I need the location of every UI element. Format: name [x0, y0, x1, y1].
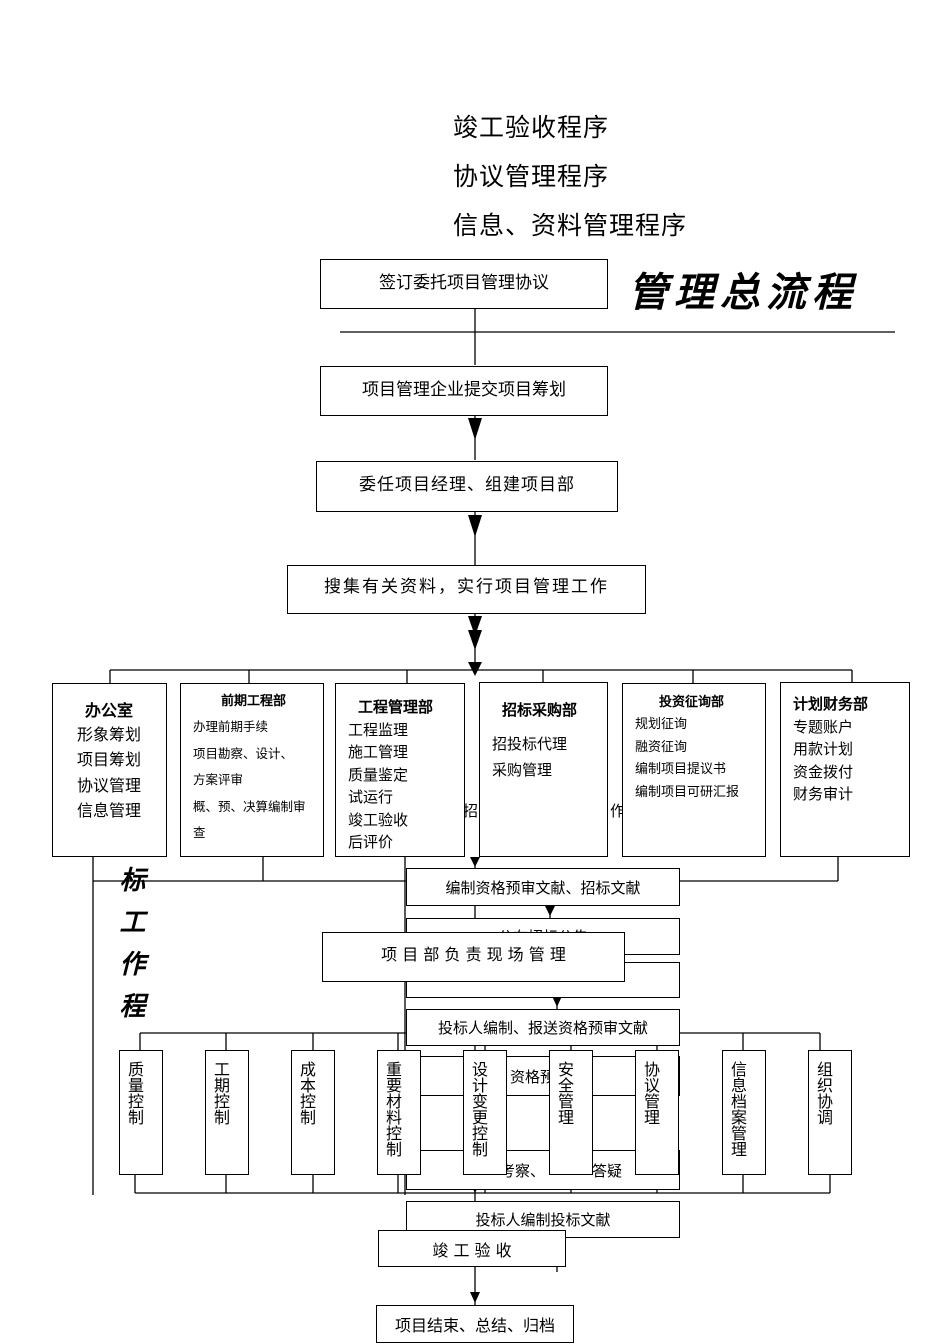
control-quality-label: 质量控制: [125, 1061, 144, 1125]
dept-tender-title: 招标采购部: [502, 701, 578, 719]
dept-engineering-item: 质量鉴定: [348, 765, 409, 784]
dept-preliminary-item: 查: [193, 825, 206, 840]
dept-investment-item: 规划征询: [635, 717, 688, 732]
heading-information-procedure: 信息、资料管理程序: [453, 211, 688, 240]
dept-tender-item: 采购管理: [492, 761, 553, 779]
heading-completion-procedure: 竣工验收程序: [453, 113, 610, 142]
control-design-change-label: 设计变更控制: [469, 1061, 488, 1157]
control-materials: 重要材料控制: [377, 1050, 421, 1175]
dept-planning-finance: 计划财务部 专题账户 用款计划 资金拨付 财务审计: [780, 682, 910, 857]
tender-side-title: 标工作程: [115, 866, 145, 1034]
control-materials-label: 重要材料控制: [383, 1061, 402, 1157]
control-safety: 安全管理: [549, 1050, 593, 1175]
dept-office-title: 办公室: [85, 701, 134, 720]
dept-tender-item: 招投标代理: [492, 735, 568, 753]
dept-finance-item: 用款计划: [793, 740, 854, 758]
tender-qa-fragment: 答疑: [592, 1162, 623, 1180]
dept-investment-item: 融资征询: [635, 739, 688, 755]
step-submit-plan: 项目管理企业提交项目筹划: [320, 366, 608, 416]
control-archive: 信息档案管理: [722, 1050, 766, 1175]
control-design-change: 设计变更控制: [463, 1050, 507, 1175]
dept-office-item: 协议管理: [77, 775, 142, 795]
dept-office-item: 形象筹划: [77, 724, 142, 744]
tender-title-fragment-1: 招: [463, 802, 479, 820]
dept-engineering-item: 试运行: [348, 788, 394, 806]
tender-step-site-visit: [406, 1150, 680, 1190]
control-agreement-label: 协议管理: [641, 1061, 660, 1125]
dept-engineering-title: 工程管理部: [358, 698, 434, 716]
dept-investment-item: 编制项目可研汇报: [635, 784, 740, 800]
dept-preliminary-item: 项目勘察、设计、: [193, 745, 294, 761]
dept-office: 办公室 形象筹划 项目筹划 协议管理 信息管理: [52, 683, 167, 857]
completion-acceptance-box: 竣 工 验 收: [378, 1230, 566, 1267]
control-safety-label: 安全管理: [555, 1061, 574, 1125]
dept-preliminary-item: 概、预、决算编制审: [193, 798, 306, 814]
dept-engineering-item: 后评价: [348, 833, 394, 851]
dept-engineering-item: 竣工验收: [348, 810, 409, 829]
control-schedule-label: 工期控制: [211, 1061, 230, 1125]
dept-office-item: 信息管理: [77, 801, 142, 820]
dept-preliminary-title: 前期工程部: [221, 694, 287, 709]
control-agreement: 协议管理: [635, 1050, 679, 1175]
tender-title-fragment-2: 作: [610, 802, 626, 820]
control-coordination-label: 组织协调: [814, 1061, 833, 1125]
tender-step-bidder-prequal: 投标人编制、报送资格预审文献: [406, 1009, 680, 1046]
dept-finance-item: 资金拨付: [793, 762, 854, 781]
control-coordination: 组织协调: [808, 1050, 852, 1175]
dept-engineering-item: 施工管理: [348, 743, 409, 761]
dept-investment-item: 编制项目提议书: [635, 762, 727, 777]
control-archive-label: 信息档案管理: [728, 1061, 747, 1157]
step-collect-data: 搜集有关资料，实行项目管理工作: [287, 565, 646, 614]
control-cost-label: 成本控制: [297, 1061, 316, 1125]
field-management-box: 项 目 部 负 责 现 场 管 理: [322, 932, 625, 982]
step-appoint-manager: 委任项目经理、组建项目部: [316, 461, 618, 512]
dept-finance-item: 财务审计: [793, 785, 854, 803]
tender-prequal-fragment: 资格预: [510, 1068, 556, 1086]
dept-investment-title: 投资征询部: [659, 695, 725, 710]
step-sign-agreement: 签订委托项目管理协议: [320, 259, 608, 309]
dept-finance-item: 专题账户: [793, 717, 854, 736]
dept-preliminary: 前期工程部 办理前期手续 项目勘察、设计、 方案评审 概、预、决算编制审 查: [180, 683, 324, 857]
control-cost: 成本控制: [291, 1050, 335, 1175]
dept-preliminary-item: 办理前期手续: [193, 719, 269, 734]
dept-engineering-item: 工程监理: [348, 720, 409, 739]
tender-step-prequal-docs: 编制资格预审文献、招标文献: [406, 868, 680, 906]
heading-agreement-procedure: 协议管理程序: [453, 162, 610, 191]
dept-tender-procurement: 招标采购部 招投标代理 采购管理: [479, 682, 608, 857]
tender-site-visit-fragment: 考察、: [500, 1162, 546, 1180]
project-end-box: 项目结束、总结、归档: [376, 1305, 574, 1343]
main-title: 管理总流程: [628, 269, 858, 316]
dept-finance-title: 计划财务部: [793, 695, 869, 713]
control-schedule: 工期控制: [205, 1050, 249, 1175]
dept-engineering: 工程管理部 工程监理 施工管理 质量鉴定 试运行 竣工验收 后评价: [335, 683, 465, 857]
dept-investment-consulting: 投资征询部 规划征询 融资征询 编制项目提议书 编制项目可研汇报: [622, 683, 766, 857]
dept-preliminary-item: 方案评审: [193, 772, 244, 787]
control-quality: 质量控制: [119, 1050, 163, 1175]
dept-office-item: 项目筹划: [77, 750, 142, 769]
